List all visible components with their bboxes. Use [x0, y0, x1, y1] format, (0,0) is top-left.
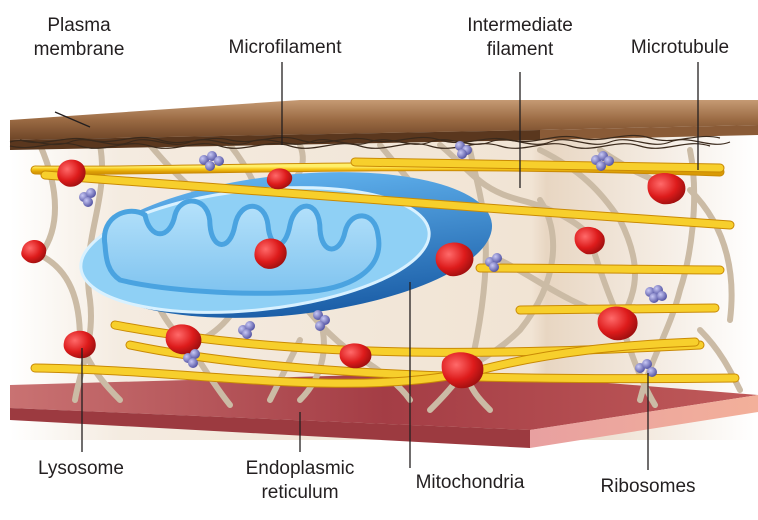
label-plasma-membrane: Plasma membrane: [24, 14, 134, 62]
label-intermediate-filament: Intermediate filament: [450, 14, 590, 62]
label-lysosome: Lysosome: [16, 457, 146, 481]
label-microtubule: Microtubule: [615, 36, 745, 60]
label-mitochondria: Mitochondria: [395, 471, 545, 495]
label-ribosomes: Ribosomes: [578, 475, 718, 499]
label-microfilament: Microfilament: [210, 36, 360, 60]
label-endoplasmic-reticulum: Endoplasmic reticulum: [230, 457, 370, 505]
